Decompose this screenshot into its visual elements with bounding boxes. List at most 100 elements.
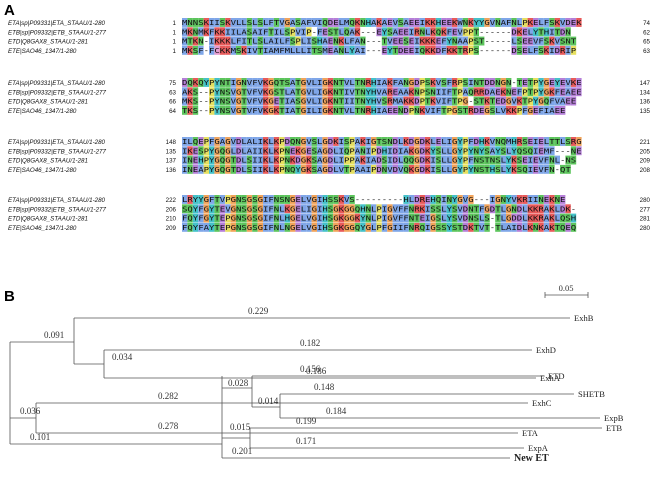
sequence-residues: IKESPYGQGLDLAIIKLKPNEKGESAGDLIQPANIPDHID… xyxy=(182,147,582,155)
sequence-row: DQKQYPYNTIGNVFVKGQTSATGVLIGKNTVLTNRHIAKF… xyxy=(182,78,582,87)
branch-length-label: 0.201 xyxy=(232,446,252,456)
sequence-end: 65 xyxy=(643,39,650,46)
sequence-start: 136 xyxy=(166,167,177,174)
leaf-label: SHETB xyxy=(578,389,605,399)
sequence-start: 148 xyxy=(166,139,177,146)
sequence-start: 63 xyxy=(169,89,176,96)
sequence-alignment: ETA|sp|P09331|ETA_STAAU/1-280 1 MNNSKIISKV… xyxy=(8,18,651,232)
sequence-name: ETD|Q8GAX8_STAAU/1-281 xyxy=(8,99,88,106)
sequence-residues: INEHPYGQGTDLSIIKLKPNKDGKSAGDLIPPAKIADSID… xyxy=(182,157,576,165)
sequence-row: MKNMKFKKIILASAIFTILSPVIP-FESTLQAK---EYSA… xyxy=(182,27,571,36)
sequence-row: INEHPYGQGTDLSIIKLKPNKDGKSAGDLIPPAKIADSID… xyxy=(182,155,576,165)
sequence-row: FQYFGYTEPGNSGSGIFNLHGELVGIHSGKGGKYNLPIGV… xyxy=(182,213,576,223)
sequence-name: ETB|sp|P09332|ETB_STAAU/1-277 xyxy=(8,148,106,155)
sequence-end: 277 xyxy=(640,206,651,213)
leaf-label: ExhC xyxy=(532,398,552,408)
branch-length-label: 0.015 xyxy=(230,422,251,432)
sequence-start: 210 xyxy=(166,216,177,223)
sequence-start: 206 xyxy=(166,206,177,213)
leaf-label: ExpA xyxy=(528,443,549,453)
sequence-end: 281 xyxy=(640,216,651,223)
panel-a-label: A xyxy=(4,2,15,19)
sequence-row: INEAPYGQGTDLSIIKLKPNQYGKSAGDLVTPAAIPDNVD… xyxy=(182,164,571,174)
sequence-end: 209 xyxy=(640,158,651,165)
sequence-name: ETB|sp|P09332|ETB_STAAU/1-277 xyxy=(8,89,106,96)
sequence-name: ETE|SAO46_1347/1-280 xyxy=(8,225,77,232)
branch-length-label: 0.229 xyxy=(248,306,269,316)
sequence-residues: MKNMKFKKIILASAIFTILSPVIP-FESTLQAK---EYSA… xyxy=(182,28,571,36)
sequence-row: LRYYGFTVPGNSGSGIFNSNGELVGIHSSKVS--------… xyxy=(182,195,565,204)
sequence-row: MKS--PYNSVGTVFVKGETIASGVLIGKNTIITNYHVSRM… xyxy=(182,96,576,106)
sequence-row: AKS--PYNSVGTVFVKGSTLATGVLIGKNTIVTNYHVARE… xyxy=(182,87,582,96)
sequence-residues: MKSF-FCKKMSKIVTIAMFMLLLITSMEANLYAI---EYT… xyxy=(182,47,576,55)
sequence-name: ETD|Q8GAX8_STAAU/1-281 xyxy=(8,158,88,165)
sequence-name: ETB|sp|P09332|ETB_STAAU/1-277 xyxy=(8,206,106,213)
sequence-residues: MNNSKIISKVLLSLSLFTVGASAFVIQDELMQKNHAKAEV… xyxy=(182,19,582,27)
branch-length-label: 0.036 xyxy=(20,406,41,416)
phylogenetic-tree: 0.050.2290.0910.1820.0340.1860.2820.0360… xyxy=(9,283,624,464)
sequence-name: ETB|sp|P09332|ETB_STAAU/1-277 xyxy=(8,29,106,36)
sequence-end: 135 xyxy=(640,108,651,115)
sequence-residues: SQYFGYTEVGNSGSGIFNLKGELIGIHSGKGGQHNLPIGV… xyxy=(182,205,576,213)
sequence-start: 64 xyxy=(169,108,176,115)
branch-length-label: 0.199 xyxy=(296,416,317,426)
sequence-row: FQYFAYTEPGNSGSGIFNLNGELVGIHSGKGGQYGLPFGI… xyxy=(182,222,576,232)
sequence-start: 1 xyxy=(173,39,177,46)
sequence-start: 1 xyxy=(173,29,177,36)
leaf-label: New ET xyxy=(514,453,549,464)
leaf-label: ETA xyxy=(522,428,539,438)
sequence-row: ILQEPFGAGVDLALIKLKPDQNGVSLGDKISPAKIGTSND… xyxy=(182,137,582,146)
branch-length-label: 0.156 xyxy=(300,364,321,374)
sequence-end: 63 xyxy=(643,48,650,55)
leaf-label: ExpB xyxy=(604,413,624,423)
sequence-start: 222 xyxy=(166,197,177,204)
scale-bar-label: 0.05 xyxy=(559,283,574,293)
branch-length-label: 0.091 xyxy=(44,330,64,340)
sequence-start: 66 xyxy=(169,99,176,106)
leaf-label: ExhB xyxy=(574,313,594,323)
sequence-start: 1 xyxy=(173,48,177,55)
sequence-name: ETD|Q8GAX8_STAAU/1-281 xyxy=(8,216,88,223)
branch-length-label: 0.186 xyxy=(306,366,327,376)
leaf-label: ExhA xyxy=(540,373,561,383)
sequence-name: ETE|SAO46_1347/1-280 xyxy=(8,167,77,174)
leaf-label: ETD xyxy=(548,371,565,381)
sequence-name: ETA|sp|P09331|ETA_STAAU/1-280 xyxy=(8,197,106,204)
sequence-end: 147 xyxy=(640,80,651,87)
scale-bar: 0.05 xyxy=(544,283,589,298)
sequence-residues: AKS--PYNSVGTVFVKGSTLATGVLIGKNTIVTNYHVARE… xyxy=(182,88,582,96)
leaf-label: ETB xyxy=(606,423,622,433)
sequence-residues: FQYFGYTEPGNSGSGIFNLHGELVGIHSGKGGKYNLPIGV… xyxy=(182,215,576,223)
branch-length-label: 0.282 xyxy=(158,391,178,401)
branch-length-label: 0.278 xyxy=(158,421,179,431)
sequence-start: 209 xyxy=(166,225,177,232)
sequence-start: 1 xyxy=(173,20,177,27)
sequence-name: ETE|SAO46_1347/1-280 xyxy=(8,48,77,55)
sequence-name: ETA|sp|P09331|ETA_STAAU/1-280 xyxy=(8,80,106,87)
sequence-row: MTKN-IKKKLFITLSLAILFSPLISHAENKLFAN---TVE… xyxy=(182,36,576,46)
branch-length-label: 0.034 xyxy=(112,352,133,362)
sequence-residues: INEAPYGQGTDLSIIKLKPNQYGKSAGDLVTPAAIPDNVD… xyxy=(182,166,571,174)
sequence-end: 280 xyxy=(640,225,651,232)
sequence-name: ETA|sp|P09331|ETA_STAAU/1-280 xyxy=(8,139,106,146)
sequence-residues: MKS--PYNSVGTVFVKGETIASGVLIGKNTIITNYHVSRM… xyxy=(182,98,576,106)
sequence-residues: ILQEPFGAGVDLALIKLKPDQNGVSLGDKISPAKIGTSND… xyxy=(182,138,582,146)
panel-b-label: B xyxy=(4,288,15,305)
sequence-name: ETE|SAO46_1347/1-280 xyxy=(8,108,77,115)
branch-length-label: 0.148 xyxy=(314,382,335,392)
branch-length-label: 0.028 xyxy=(228,378,249,388)
sequence-residues: DQKQYPYNTIGNVFVKGQTSATGVLIGKNTVLTNRHIAKF… xyxy=(182,79,582,87)
sequence-start: 135 xyxy=(166,148,177,155)
branch-length-label: 0.171 xyxy=(296,436,316,446)
sequence-start: 75 xyxy=(169,80,176,87)
sequence-residues: LRYYGFTVPGNSGSGIFNSNGELVGIHSSKVS--------… xyxy=(182,196,565,204)
branch-length-label: 0.184 xyxy=(326,406,347,416)
sequence-end: 74 xyxy=(643,20,650,27)
sequence-end: 205 xyxy=(640,148,651,155)
tree-branches-lower xyxy=(221,375,602,459)
sequence-end: 221 xyxy=(640,139,651,146)
branch-length-label: 0.014 xyxy=(258,396,279,406)
sequence-start: 137 xyxy=(166,158,177,165)
sequence-name: ETD|Q8GAX8_STAAU/1-281 xyxy=(8,39,88,46)
sequence-row: IKESPYGQGLDLAIIKLKPNEKGESAGDLIQPANIPDHID… xyxy=(182,146,582,155)
